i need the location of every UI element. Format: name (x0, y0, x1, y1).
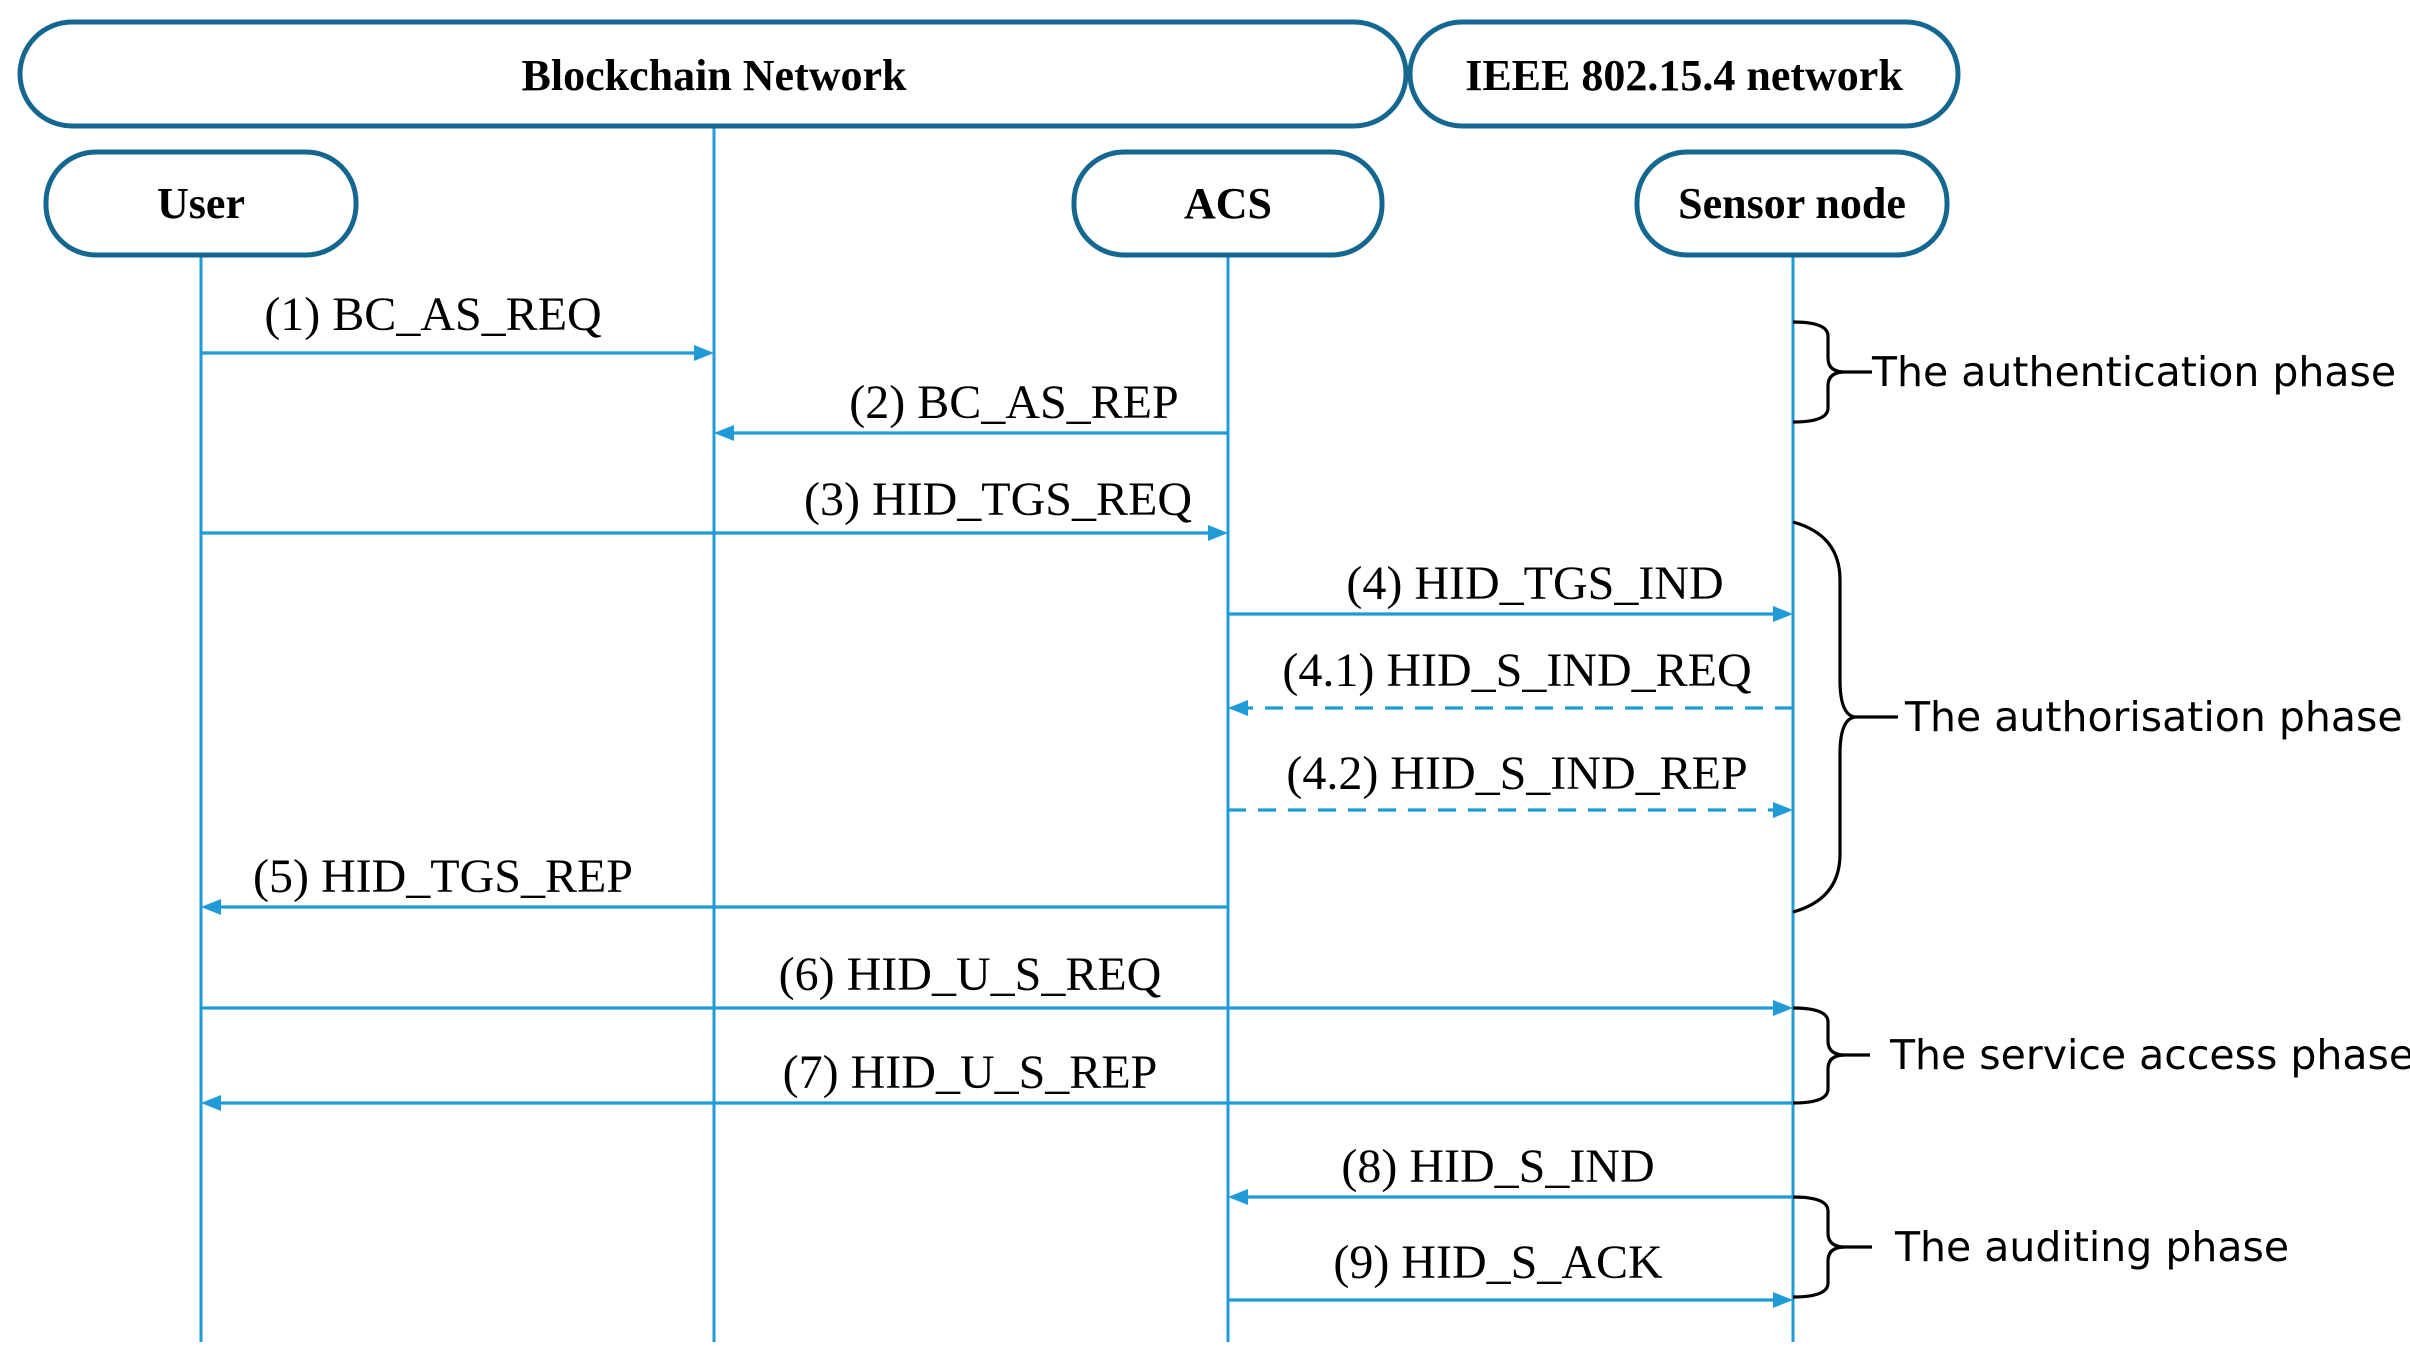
message-6-label: (6) HID_U_S_REQ (779, 948, 1162, 1001)
message-6: (6) HID_U_S_REQ (201, 948, 1793, 1016)
message-1-label: (1) BC_AS_REQ (264, 288, 601, 341)
message-4-2: (4.2) HID_S_IND_REP (1228, 747, 1793, 818)
message-7: (7) HID_U_S_REP (201, 1046, 1793, 1111)
message-2-label: (2) BC_AS_REP (849, 376, 1178, 429)
phase-authorisation: The authorisation phase (1792, 520, 2403, 914)
ieee-network-label: IEEE 802.15.4 network (1465, 51, 1903, 100)
ieee-network-header: IEEE 802.15.4 network (1407, 19, 1961, 129)
service-access-phase-label: The service access phase (1889, 1031, 2410, 1079)
message-1: (1) BC_AS_REQ (201, 288, 714, 361)
authentication-phase-label: The authentication phase (1871, 348, 2396, 396)
authorisation-phase-label: The authorisation phase (1904, 693, 2403, 741)
message-4-1-label: (4.1) HID_S_IND_REQ (1282, 644, 1751, 697)
message-9-label: (9) HID_S_ACK (1333, 1236, 1663, 1289)
blockchain-network-header: Blockchain Network (17, 19, 1409, 129)
participant-user-label: User (157, 179, 245, 228)
auditing-phase-label: The auditing phase (1894, 1223, 2289, 1271)
message-5-label: (5) HID_TGS_REP (253, 850, 633, 903)
participant-acs-label: ACS (1184, 179, 1272, 228)
message-3: (3) HID_TGS_REQ (201, 473, 1228, 541)
message-2: (2) BC_AS_REP (714, 376, 1228, 441)
phase-auditing: The auditing phase (1792, 1195, 2289, 1299)
phase-authentication: The authentication phase (1792, 320, 2396, 424)
message-9: (9) HID_S_ACK (1228, 1236, 1793, 1308)
messages-group: (1) BC_AS_REQ (2) BC_AS_REP (3) HID_TGS_… (201, 288, 1793, 1308)
participant-acs: ACS (1071, 149, 1385, 258)
authentication-brace (1792, 320, 1846, 424)
blockchain-network-label: Blockchain Network (522, 51, 908, 100)
message-7-label: (7) HID_U_S_REP (783, 1046, 1158, 1099)
message-4-2-label: (4.2) HID_S_IND_REP (1286, 747, 1747, 800)
message-8-label: (8) HID_S_IND (1341, 1140, 1654, 1193)
message-5: (5) HID_TGS_REP (201, 850, 1228, 915)
authorisation-brace (1792, 520, 1856, 914)
phase-service-access: The service access phase (1792, 1006, 2410, 1105)
auditing-brace (1792, 1195, 1846, 1299)
participant-sensor-node: Sensor node (1634, 149, 1950, 258)
participant-user: User (43, 149, 359, 258)
message-4-1: (4.1) HID_S_IND_REQ (1228, 644, 1793, 716)
service-access-brace (1792, 1006, 1846, 1105)
message-3-label: (3) HID_TGS_REQ (804, 473, 1192, 526)
message-4: (4) HID_TGS_IND (1228, 557, 1793, 622)
message-8: (8) HID_S_IND (1228, 1140, 1793, 1205)
message-4-label: (4) HID_TGS_IND (1346, 557, 1723, 610)
participant-sensor-label: Sensor node (1678, 179, 1906, 228)
